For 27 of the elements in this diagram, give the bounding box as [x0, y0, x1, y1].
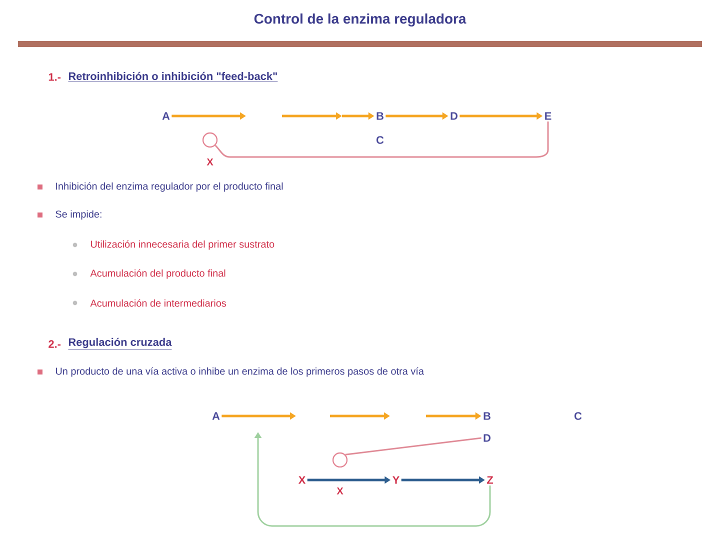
node-letter: C	[376, 136, 384, 144]
node-letter: D	[484, 434, 490, 442]
bullet-text: Acumulación de intermediarios	[90, 299, 226, 307]
inhibition-circle	[202, 132, 218, 148]
node-letter: Y	[392, 476, 400, 484]
title: Control de la enzima reguladora	[254, 13, 466, 27]
inhibitor-label: X	[336, 488, 344, 494]
node-letter: Z	[486, 476, 494, 484]
bullet-text: Un producto de una vía activa o inhibe un enzima de los primeros pasos de otra vía	[56, 367, 424, 377]
section-heading: Regulación cruzada	[68, 338, 172, 350]
bullet-text: Se impide:	[56, 210, 102, 220]
bullet-text: Acumulación del producto final	[90, 269, 226, 279]
node-letter: X	[298, 476, 306, 484]
section-heading: Retroinhibición o inhibición "feed-back"	[68, 72, 278, 82]
node-letter: B	[376, 112, 384, 120]
bullet-text: Utilización innecesaria del primer sustrato	[90, 240, 274, 250]
node-letter: A	[212, 412, 220, 420]
node-letter: D	[450, 112, 458, 120]
section-number: 2.-	[48, 340, 61, 348]
node-letter: C	[574, 412, 582, 420]
node-letter: B	[484, 412, 490, 420]
inhibitor-label: X	[206, 158, 214, 166]
section-number: 1.-	[48, 73, 61, 81]
bullet-text: Inhibición del enzima regulador por el producto final	[56, 182, 283, 192]
inhibition-circle	[332, 452, 348, 468]
node-letter: E	[545, 112, 552, 120]
node-letter: A	[162, 112, 170, 120]
